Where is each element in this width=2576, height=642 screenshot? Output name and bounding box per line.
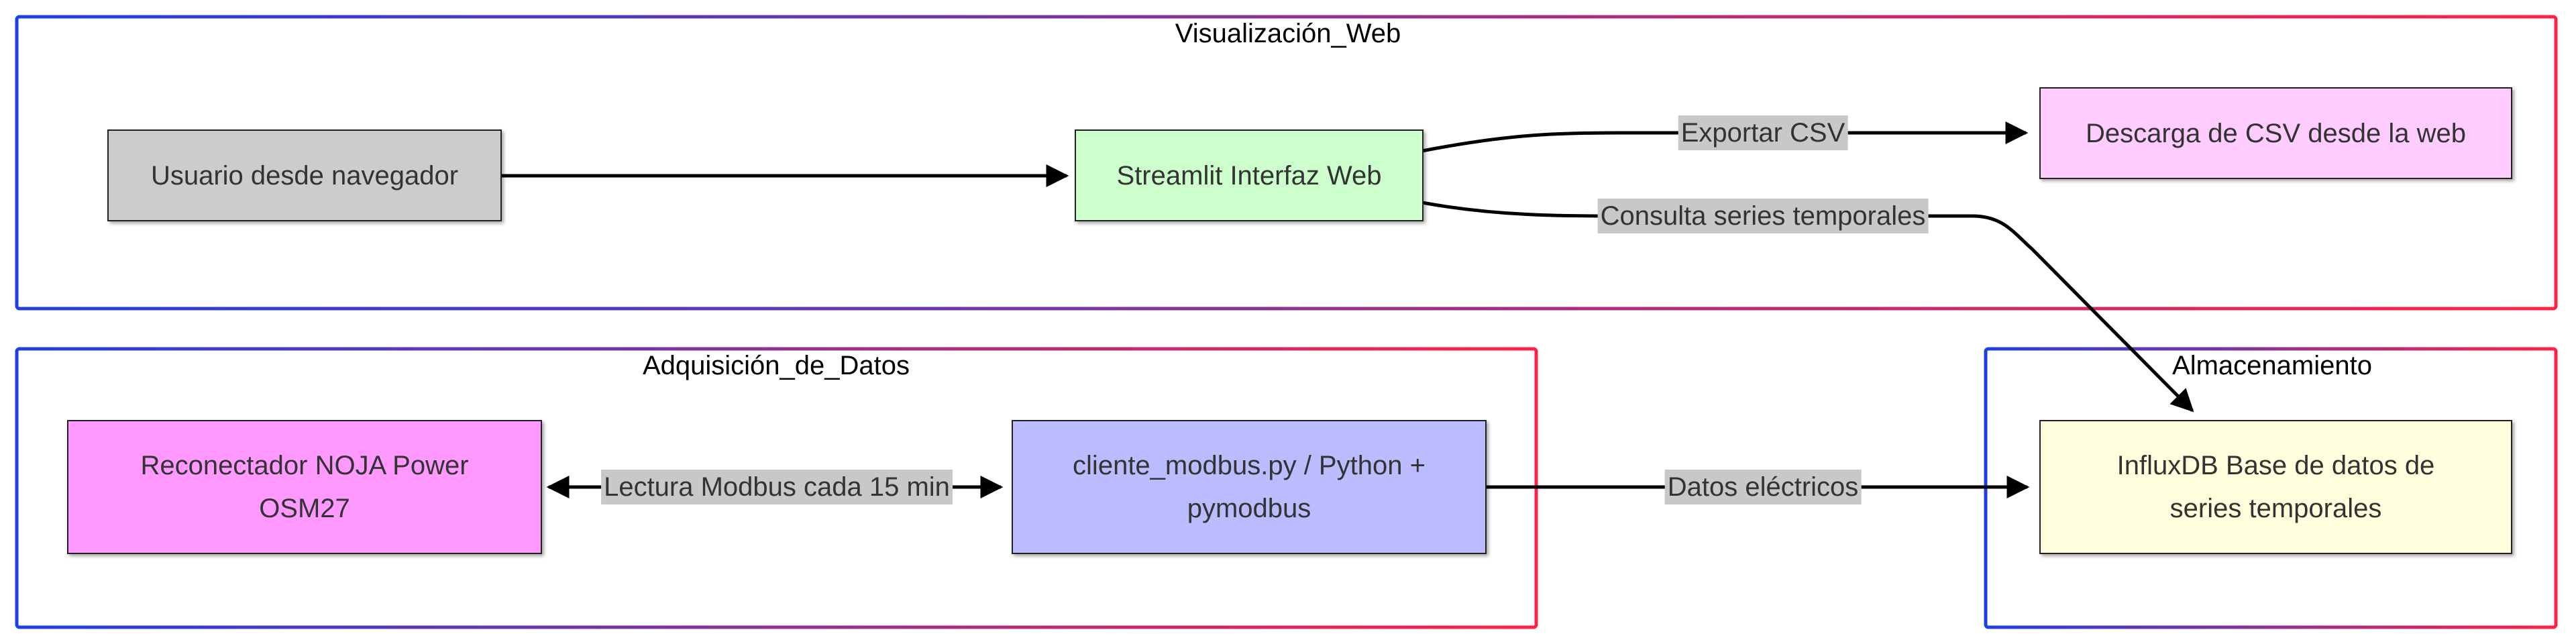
group-title-adquisicion-datos: Adquisición_de_Datos [642,351,910,380]
edge-label-exportar-csv: Exportar CSV [1678,115,1848,150]
node-usuario-navegador: Usuario desde navegador [107,129,502,221]
edge-streamlit-to-csv [1421,121,2029,153]
node-cliente-modbus: cliente_modbus.py / Python + pymodbus [1012,420,1487,554]
node-influxdb: InfluxDB Base de datos de series tempora… [2039,420,2512,554]
group-title-almacenamiento: Almacenamiento [2172,351,2372,380]
edge-label-datos-electricos: Datos eléctricos [1664,470,1862,504]
group-title-visualizacion-web: Visualización_Web [1175,19,1401,48]
edge-label-lectura-modbus: Lectura Modbus cada 15 min [601,470,953,504]
node-streamlit-interfaz: Streamlit Interfaz Web [1075,129,1424,221]
node-descarga-csv: Descarga de CSV desde la web [2039,87,2512,179]
node-reconectador-noja: Reconectador NOJA Power OSM27 [67,420,542,554]
edge-label-consulta-series: Consulta series temporales [1597,199,1929,233]
group-visualizacion-web-border [15,15,2558,311]
